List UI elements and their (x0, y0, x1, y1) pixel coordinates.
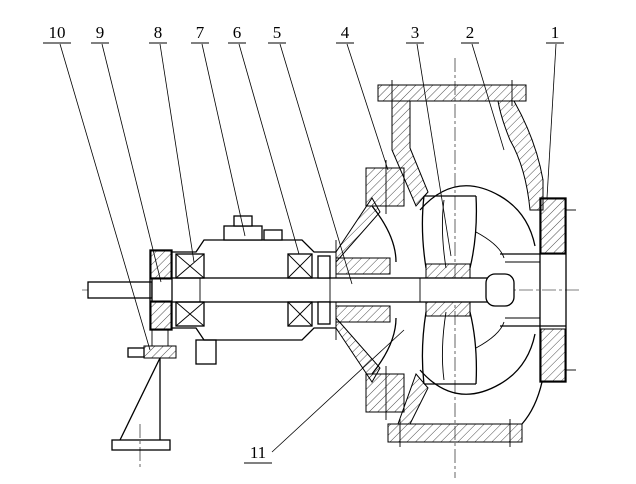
volute-inner-wall-bottom (419, 333, 536, 395)
back-shroud-bottom (421, 311, 427, 385)
leader-line-2 (471, 43, 505, 151)
callout-2: 2 (461, 23, 505, 151)
callout-label-3: 3 (411, 23, 420, 42)
housing-top-profile (172, 239, 336, 253)
ball-bearing-right (287, 253, 313, 327)
slinger (317, 301, 331, 325)
callout-1: 1 (546, 23, 564, 199)
housing-bottom-profile (172, 327, 336, 341)
bearing-end-cap-wall (150, 300, 172, 330)
callout-10: 10 (43, 23, 151, 351)
shaft-left-stub (87, 281, 153, 299)
impeller (421, 195, 505, 385)
callout-label-4: 4 (341, 23, 350, 42)
cover-flange-bottom (365, 373, 405, 413)
callout-label-2: 2 (466, 23, 475, 42)
cover-flange-top (365, 167, 405, 207)
stuffing-box-top (335, 257, 391, 275)
oil-filler-boss (223, 215, 283, 241)
impeller-nut (485, 273, 515, 307)
leader-line-3 (416, 43, 452, 257)
callout-label-9: 9 (96, 23, 105, 42)
impeller-vane-top (441, 199, 447, 269)
callout-5: 5 (268, 23, 353, 285)
impeller-eye-top (475, 231, 505, 259)
bearing-end-cap (149, 249, 173, 331)
callout-label-1: 1 (551, 23, 560, 42)
support-foot (111, 330, 177, 451)
callout-label-10: 10 (49, 23, 66, 42)
leader-line-5 (279, 43, 353, 285)
shaft-body (151, 277, 489, 303)
impeller-hub (425, 263, 471, 279)
bearing-housing (149, 215, 337, 365)
leader-line-10 (59, 43, 151, 351)
front-shroud-bottom (469, 311, 478, 385)
impeller-vane-bottom (441, 311, 447, 381)
casing-wall-bottom-right (521, 381, 543, 425)
ball-bearing-left (175, 253, 205, 327)
leader-line-7 (201, 43, 246, 237)
callout-label-5: 5 (273, 23, 282, 42)
callout-label-11: 11 (250, 443, 266, 462)
callout-label-6: 6 (233, 23, 242, 42)
leader-line-4 (346, 43, 389, 171)
discharge-pipe-wall-left (391, 100, 429, 207)
drain-leg (195, 339, 217, 365)
suction-flange-wall (540, 198, 566, 254)
impeller-hub (425, 301, 471, 317)
suction-flange-wall (540, 328, 566, 382)
leader-line-11 (271, 329, 405, 453)
callout-label-8: 8 (154, 23, 163, 42)
suction-flange (539, 197, 567, 383)
foot-bolt (127, 347, 145, 358)
discharge-flange (377, 84, 527, 102)
callout-7: 7 (191, 23, 246, 237)
callout-6: 6 (228, 23, 300, 255)
front-shroud-top (469, 195, 478, 269)
foot-clamp (143, 345, 177, 359)
callout-label-7: 7 (196, 23, 205, 42)
cover-plate-top (371, 205, 397, 263)
back-shroud-top (421, 195, 427, 269)
leader-line-9 (101, 43, 162, 283)
callout-4: 4 (336, 23, 389, 171)
callout-9: 9 (91, 23, 162, 283)
impeller-eye-bottom (475, 321, 505, 349)
cover-plate-bottom (371, 317, 397, 375)
callout-3: 3 (406, 23, 452, 257)
discharge-pipe-wall-right (497, 100, 544, 211)
casing-cover (335, 160, 405, 420)
stuffing-box-bottom (335, 305, 391, 323)
volute-inner-wall-top (419, 185, 536, 247)
bearing-end-cap-wall (150, 250, 172, 280)
shaft (87, 273, 515, 307)
leader-line-6 (238, 43, 300, 255)
leader-line-8 (159, 43, 195, 263)
suction-nozzle (500, 197, 576, 383)
callouts: 10 9 8 7 6 5 4 (43, 23, 564, 464)
callout-11: 11 (244, 329, 405, 464)
volute-casing (377, 80, 544, 447)
leader-line-1 (546, 43, 557, 199)
foot-base-plate (111, 439, 171, 451)
casing-foot-flange (387, 423, 523, 443)
slinger (317, 255, 331, 279)
callout-8: 8 (149, 23, 195, 263)
foot-gusset (119, 357, 161, 441)
